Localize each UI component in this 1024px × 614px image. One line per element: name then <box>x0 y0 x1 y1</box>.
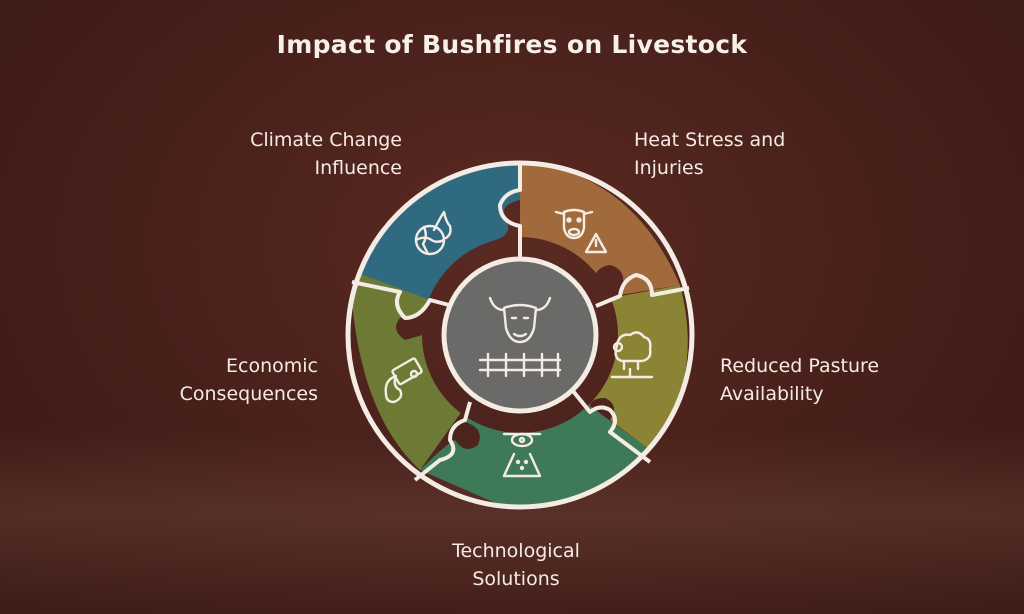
globe-fire-icon <box>414 210 452 256</box>
label-reduced-pasture: Reduced Pasture Availability <box>720 355 880 405</box>
label-economic-consequences: Economic Consequences <box>179 355 318 405</box>
puzzle-seams <box>351 163 690 482</box>
page-title: Impact of Bushfires on Livestock <box>276 30 748 59</box>
label-climate-change: Climate Change Influence <box>250 129 402 179</box>
drone-icon <box>502 432 542 478</box>
cow-and-fence-icon <box>478 296 562 378</box>
segment-climate-change[interactable] <box>350 163 520 335</box>
money-icon <box>384 357 423 404</box>
cow-warning-icon <box>554 208 608 254</box>
label-heat-stress: Heat Stress and Injuries <box>634 129 786 179</box>
sheep-tree-icon <box>610 331 654 379</box>
label-technological-solutions: Technological Solutions <box>452 540 580 590</box>
